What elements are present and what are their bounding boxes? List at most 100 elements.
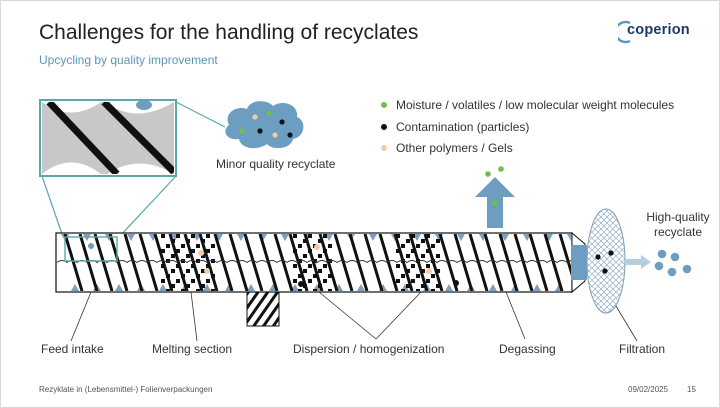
granule-mark <box>115 284 123 291</box>
kneading-block <box>431 274 435 278</box>
screw-flight <box>483 234 504 291</box>
kneading-block <box>436 254 440 258</box>
zoom-inset <box>39 99 226 238</box>
kneading-block <box>426 279 430 283</box>
page-subtitle: Upcycling by quality improvement <box>39 53 218 67</box>
kneading-block <box>313 289 317 291</box>
footer-date: 09/02/2025 <box>628 385 669 394</box>
kneading-block <box>406 239 410 243</box>
pointer-lines <box>70 291 638 342</box>
screw-flight <box>273 234 294 291</box>
kneading-block <box>328 289 332 291</box>
legend-dot-other-polymers <box>381 145 387 151</box>
granule-mark <box>369 234 377 241</box>
screw-flight <box>453 234 474 291</box>
kneading-block <box>186 254 190 258</box>
screw-flight <box>408 234 429 291</box>
kneading-block <box>181 244 185 248</box>
kneading-block <box>401 244 405 248</box>
kneading-block <box>308 279 312 283</box>
kneading-block <box>421 284 425 288</box>
minor-quality-label: Minor quality recyclate <box>216 157 336 171</box>
screw-flight <box>288 234 309 291</box>
barrel-particle <box>298 281 304 287</box>
barrel-particle <box>453 280 459 286</box>
granule-mark <box>445 284 453 291</box>
kneading-block <box>211 244 215 248</box>
screw-flight <box>558 234 571 277</box>
kneading-block <box>293 279 297 283</box>
granule-mark <box>501 234 509 241</box>
barrel-particle <box>198 250 204 256</box>
granule-mark <box>159 284 167 291</box>
screw-flight <box>303 234 324 291</box>
granule-mark <box>489 284 497 291</box>
kneading-block <box>396 264 400 268</box>
kneading-block <box>298 274 302 278</box>
kneading-block <box>161 249 165 253</box>
kneading-block <box>176 249 180 253</box>
kneading-block <box>431 289 435 291</box>
legend-label-other-polymers: Other polymers / Gels <box>396 141 513 155</box>
footer-left-text: Rezyklate in (Lebensmittel-) Folienverpa… <box>39 385 213 394</box>
section-label-dispersion: Dispersion / homogenization <box>293 342 445 356</box>
kneading-block <box>436 284 440 288</box>
kneading-block <box>298 244 302 248</box>
granule-mark <box>281 234 289 241</box>
section-label-filtration: Filtration <box>619 342 666 356</box>
kneading-block <box>406 254 410 258</box>
high-quality-pellets <box>654 249 692 277</box>
kneading-block <box>396 234 400 238</box>
kneading-block <box>293 264 297 268</box>
high-quality-label-line2: recyclate <box>653 225 703 239</box>
kneading-block <box>416 289 420 291</box>
barrel-particle <box>88 243 94 249</box>
extruder-barrel <box>55 231 587 294</box>
screw-flight <box>108 234 129 291</box>
kneading-block <box>181 289 185 291</box>
page-title: Challenges for the handling of recyclate… <box>39 21 419 44</box>
screw-flight <box>258 234 279 291</box>
screw-flight <box>423 234 444 291</box>
screw-flight <box>213 234 234 291</box>
screw-flight <box>498 234 519 291</box>
kneading-block <box>201 284 205 288</box>
granule-mark <box>71 284 79 291</box>
degassing-arrow-icon <box>475 166 515 228</box>
kneading-block <box>303 239 307 243</box>
kneading-block <box>201 254 205 258</box>
kneading-block <box>411 264 415 268</box>
kneading-block <box>176 234 180 238</box>
kneading-block <box>206 234 210 238</box>
kneading-block <box>421 239 425 243</box>
kneading-block <box>323 234 327 238</box>
kneading-block <box>313 274 317 278</box>
barrel-particle <box>204 268 210 274</box>
filter-element <box>586 208 626 314</box>
granule-mark <box>457 234 465 241</box>
granule-mark <box>357 284 365 291</box>
screw-flight <box>393 234 414 291</box>
screw-flight <box>63 234 84 291</box>
screw-flight <box>183 234 204 291</box>
kneading-block <box>293 234 297 238</box>
kneading-block <box>318 269 322 273</box>
kneading-block <box>411 234 415 238</box>
kneading-block <box>211 289 215 291</box>
kneading-block <box>171 254 175 258</box>
kneading-block <box>318 254 322 258</box>
kneading-block <box>161 234 165 238</box>
screw-flight <box>198 234 219 291</box>
kneading-block <box>176 279 180 283</box>
legend-dot-moisture <box>381 102 387 108</box>
kneading-block <box>406 269 410 273</box>
kneading-block <box>421 254 425 258</box>
screw-flight <box>528 234 549 291</box>
granule-mark <box>203 284 211 291</box>
section-label-melting: Melting section <box>152 342 233 356</box>
screw-flight <box>243 234 264 291</box>
kneading-block <box>323 279 327 283</box>
kneading-block <box>426 234 430 238</box>
